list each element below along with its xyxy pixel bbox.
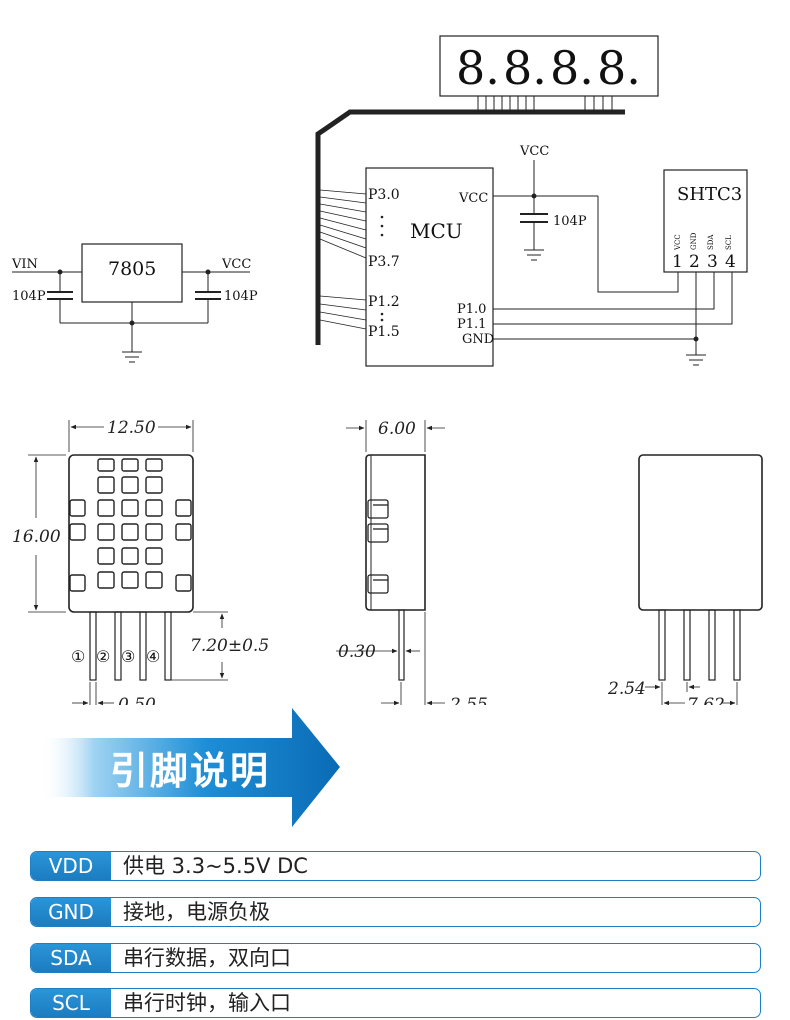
sensor-pin-name: GND [690,232,698,250]
sensor-wiring [493,272,733,366]
front-view [68,454,194,681]
pin-name: SDA [31,944,111,972]
display-digit: 8. [597,41,641,95]
data-bus [315,109,625,345]
mcu-vcc-label: VCC [458,191,488,206]
sensor-pin-name: SDA [707,234,715,250]
section-title: 引脚说明 [110,749,271,793]
banner-arrow-shape [40,708,340,827]
mcu-label: MCU [410,219,463,243]
voltage-regulator: 7805 [81,243,183,303]
side-offset-dimension: 2.55 [449,695,488,705]
back-view [638,454,763,681]
mcu-decoupling [493,160,679,293]
front-dimensions [28,420,228,705]
pin-thickness-dimension: 0.30 [338,642,376,662]
pin-description: 接地，电源负极 [123,900,270,924]
sensor-pin-name: VCC [674,234,682,251]
pin-row-scl: SCL 串行时钟，输入口 [30,988,761,1018]
section-banner [40,708,340,827]
width-dimension: 12.50 [107,418,156,438]
display-digit: 8. [503,41,547,95]
pin-row-vdd: VDD 供电 3.3~5.5V DC [30,851,761,881]
mcu-cap-label: 104P [553,214,587,229]
port-p12-label: P1.2 [368,294,400,310]
side-dimensions [336,420,445,705]
port-p30-label: P3.0 [368,187,400,203]
pin-name: GND [31,898,111,926]
port-p15-label: P1.5 [368,324,400,340]
depth-dimension: 6.00 [378,419,416,439]
pin-marker: ③ [121,647,135,666]
vcc-out-label: VCC [221,257,251,272]
display-digit: 8. [550,41,594,95]
port-p37-label: P3.7 [368,254,400,270]
back-dimensions [645,682,738,705]
mcu-p10-label: P1.0 [457,302,486,317]
schematic-and-dimension-drawing: 8. 8. 8. 8. MCU P3.0 P3.7 P1.2 P1. [11,35,763,705]
sensor-pin-number: 3 [707,252,718,272]
height-dimension: 16.00 [12,527,61,547]
pin-description: 供电 3.3~5.5V DC [123,854,308,878]
sensor-label: SHTC3 [677,184,742,205]
seven-segment-display: 8. 8. 8. 8. [439,35,659,110]
mcu-p11-label: P1.1 [457,317,486,332]
pin-description: 串行数据，双向口 [123,946,291,970]
sensor-pin-name: SCL [725,235,733,250]
pin-name: SCL [31,989,111,1017]
regulator-label: 7805 [108,258,156,280]
pin-description: 串行时钟，输入口 [123,991,291,1015]
mcu-chip: MCU P3.0 P3.7 P1.2 P1.5 VCC P1.0 P1.1 GN… [365,167,494,367]
cap-in-label: 104P [12,289,46,304]
pin-marker: ④ [146,647,160,666]
pin-length-dimension: 7.20±0.5 [190,636,269,656]
mcu-gnd-label: GND [462,332,494,347]
pin-marker: ① [71,647,85,666]
display-digit: 8. [456,41,500,95]
pin-span-dimension: 7.62 [687,695,725,705]
side-view [365,454,426,681]
pin-row-sda: SDA 串行数据，双向口 [30,943,761,973]
vcc-top-label: VCC [519,144,549,159]
pin-width-dimension: 0.50 [118,695,156,705]
pin-marker: ② [96,647,110,666]
sensor-pin-number: 1 [672,252,683,272]
shtc3-sensor: SHTC3 VCC GND SDA SCL 1 2 3 4 [663,169,748,273]
cap-out-label: 104P [224,289,258,304]
pin-name: VDD [31,852,111,880]
sensor-pin-number: 2 [689,252,700,272]
regulator-wiring [12,269,250,363]
sensor-pin-number: 4 [725,252,736,272]
vin-label: VIN [11,257,38,272]
pin-pitch-dimension: 2.54 [607,679,646,699]
pin-row-gnd: GND 接地，电源负极 [30,897,761,927]
